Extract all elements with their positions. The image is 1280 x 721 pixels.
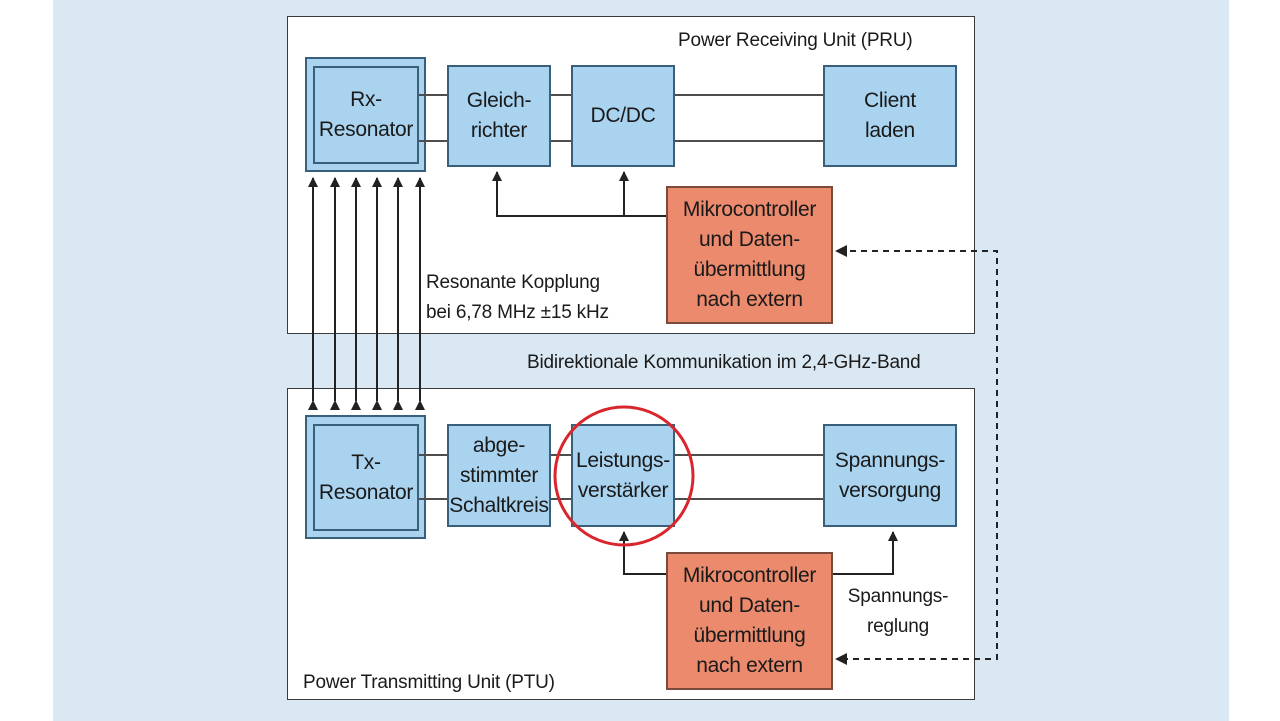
coupling-label-line1: Resonante Kopplung: [426, 272, 600, 293]
pru-line-dcdc-client-top: [675, 94, 823, 96]
rx-resonator-label: Rx- Resonator: [318, 88, 414, 141]
spannung-block: Spannungs- versorgung: [823, 424, 957, 527]
pru-mcu-line: [492, 171, 666, 217]
coupling-label-line2: bei 6,78 MHz ±15 kHz: [426, 302, 609, 323]
ptu-mcu-block: Mikrocontroller und Daten- übermittlung …: [666, 552, 833, 690]
pru-control-arrows: [492, 171, 666, 217]
pru-line-dcdc-client-bottom: [675, 140, 823, 142]
pru-line-gleich-dcdc-bottom: [551, 140, 571, 142]
comm-arrowhead-bottom: [835, 653, 847, 665]
tx-resonator-label: Tx- Resonator: [318, 450, 414, 504]
ptu-line-abge-leist-bottom: [551, 498, 571, 500]
ptu-line-leist-spann-top: [675, 454, 823, 456]
comm-arrowhead-top: [835, 245, 847, 257]
pru-mcu-block: Mikrocontroller und Daten- übermittlung …: [666, 186, 833, 324]
abgestimmt-block: abge- stimmter Schaltkreis: [447, 424, 551, 527]
highlight-circle: [553, 405, 695, 547]
ptu-mcu-leistung-arrow: [619, 531, 666, 575]
spannungsregelung-text: Spannungs- reglung: [847, 586, 949, 637]
pru-line-rx-gleich-top: [419, 94, 447, 96]
dcdc-block: DC/DC: [571, 65, 675, 167]
gleichrichter-label: Gleich- richter: [466, 89, 532, 142]
ptu-line-tx-abge-bottom: [419, 498, 447, 500]
ptu-line-abge-leist-top: [551, 454, 571, 456]
abgestimmt-label: abge- stimmter Schaltkreis: [449, 433, 549, 517]
pru-line-rx-gleich-bottom: [419, 140, 447, 142]
tx-resonator: Tx- Resonator: [313, 424, 419, 531]
ptu-control-arrows: [619, 531, 898, 575]
ptu-mcu-spannung-arrow: [833, 531, 898, 575]
ptu-line-leist-spann-bottom: [675, 498, 823, 500]
communication-dashed-link: [839, 250, 998, 660]
leistung-label: Leistungs- verstärker: [576, 448, 670, 502]
spannungsregelung-label: Spannungs- reglung: [838, 582, 958, 642]
rx-resonator: Rx- Resonator: [313, 66, 419, 164]
pru-mcu-label: Mikrocontroller und Daten- übermittlung …: [682, 198, 817, 311]
spannung-label: Spannungs- versorgung: [834, 448, 946, 502]
client-label: Client laden: [864, 89, 916, 142]
pru-title: Power Receiving Unit (PRU): [678, 30, 913, 51]
coupling-arrows: [308, 177, 425, 410]
leistung-block: Leistungs- verstärker: [571, 424, 675, 527]
ptu-mcu-label: Mikrocontroller und Daten- übermittlung …: [682, 564, 817, 677]
gleichrichter-block: Gleich- richter: [447, 65, 551, 167]
client-block: Client laden: [823, 65, 957, 167]
ptu-title: Power Transmitting Unit (PTU): [303, 672, 555, 693]
dcdc-label: DC/DC: [590, 104, 656, 127]
pru-line-gleich-dcdc-top: [551, 94, 571, 96]
communication-label: Bidirektionale Kommunikation im 2,4-GHz-…: [527, 352, 921, 373]
ptu-line-tx-abge-top: [419, 454, 447, 456]
